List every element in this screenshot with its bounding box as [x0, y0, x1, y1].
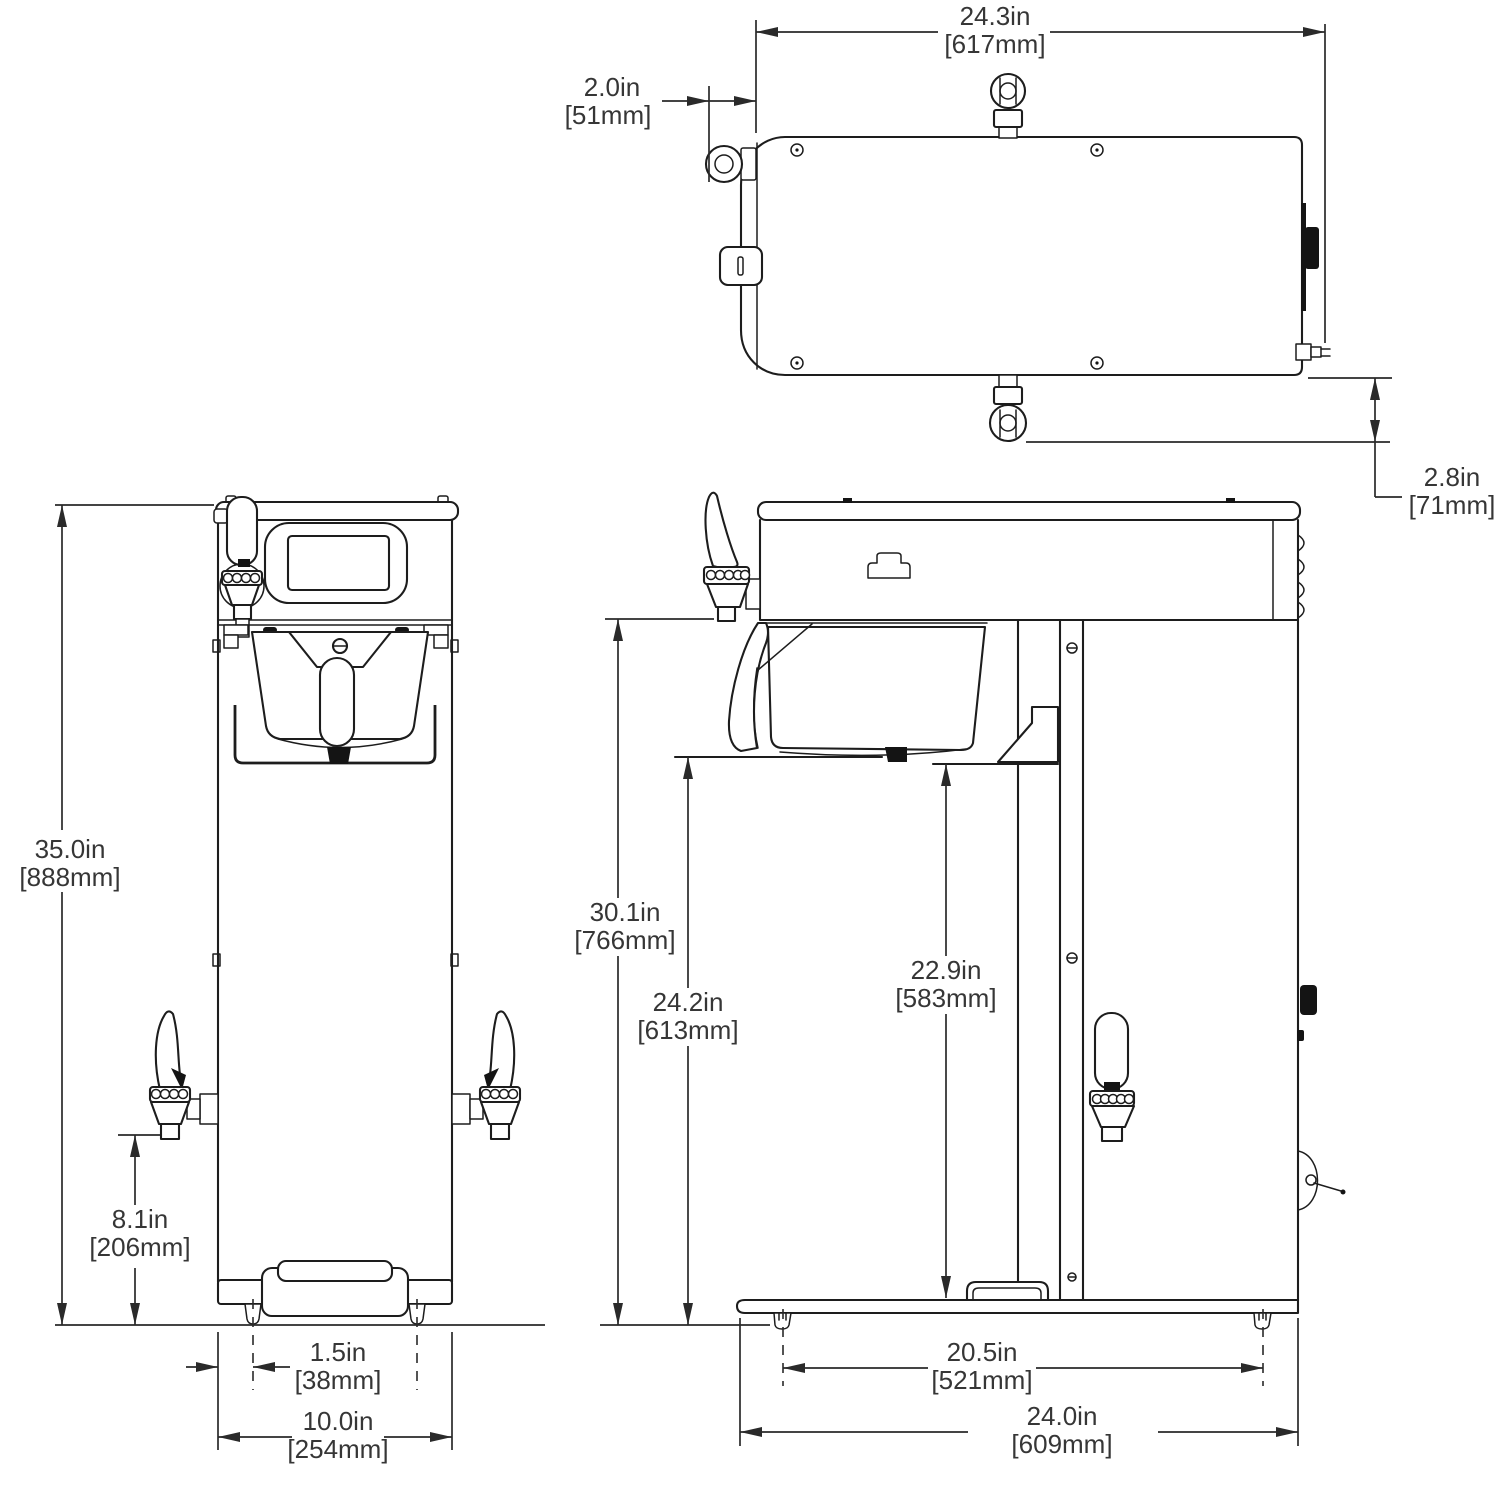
- front-brew-faucet: [219, 495, 265, 638]
- arrowhead: [130, 1303, 140, 1325]
- arrowhead: [253, 1362, 275, 1372]
- arrowhead: [613, 619, 623, 641]
- dim-overall-height-mm: [888mm]: [19, 862, 120, 892]
- rear-plug: [1295, 343, 1331, 361]
- arrowhead: [1303, 27, 1325, 37]
- front-right-side-faucet: [451, 1010, 522, 1141]
- handle-pointer-icon: [484, 1068, 499, 1090]
- side-tower: [996, 618, 1085, 1302]
- dim-counter-clearance-inches: 30.1in: [590, 897, 661, 927]
- arrowhead: [218, 1432, 240, 1442]
- dim-server-clearance: 22.9in [583mm]: [895, 764, 997, 1298]
- dim-faucet-height: 8.1in [206mm]: [89, 1134, 191, 1325]
- dim-overall-depth-mm: [609mm]: [1011, 1429, 1112, 1459]
- front-drip-tray: [216, 1259, 454, 1318]
- front-view: 35.0in [888mm] 8.1in [206mm] 1.5in [38mm…: [19, 495, 545, 1464]
- top-inlet-fitting: [989, 72, 1027, 139]
- dim-top-width-inches: 24.3in: [960, 1, 1031, 31]
- arrowhead: [683, 1303, 693, 1325]
- arrowhead: [740, 1427, 762, 1437]
- handle-pointer-icon: [171, 1068, 186, 1090]
- arrowhead: [130, 1135, 140, 1157]
- arrowhead: [683, 757, 693, 779]
- arrowhead: [196, 1362, 218, 1372]
- arrowhead: [1370, 420, 1380, 442]
- dim-funnel-clearance-mm: [613mm]: [637, 1015, 738, 1045]
- arrowhead: [57, 1303, 67, 1325]
- dim-faucet-projection-mm: [51mm]: [565, 100, 652, 130]
- arrowhead: [783, 1363, 805, 1373]
- side-server-shelf: [673, 755, 1060, 766]
- dim-top-width: 24.3in [617mm]: [755, 1, 1326, 343]
- dim-top-width-mm: [617mm]: [944, 29, 1045, 59]
- dim-overall-height: 35.0in [888mm]: [19, 504, 545, 1326]
- arrowhead: [57, 505, 67, 527]
- front-body-panel: [212, 518, 459, 1284]
- dim-rear-fitting-drop-mm: [71mm]: [1409, 490, 1496, 520]
- side-cord-hook: [1297, 1150, 1346, 1211]
- arrowhead: [613, 1303, 623, 1325]
- front-feet: [244, 1299, 426, 1390]
- side-base: [735, 1280, 1300, 1315]
- top-view-corner-screws: [790, 143, 1104, 370]
- dim-counter-clearance-mm: [766mm]: [574, 925, 675, 955]
- dim-foot-spacing-inches: 20.5in: [947, 1337, 1018, 1367]
- top-view-mounting-clip: [718, 245, 764, 287]
- arrowhead: [430, 1432, 452, 1442]
- front-display-screen: [263, 521, 409, 605]
- dim-foot-inset-inches: 1.5in: [310, 1337, 366, 1367]
- side-brew-faucet: [702, 491, 761, 623]
- arrowhead: [687, 96, 709, 106]
- dim-faucet-projection-inches: 2.0in: [584, 72, 640, 102]
- arrowhead: [1276, 1427, 1298, 1437]
- dim-overall-depth-inches: 24.0in: [1027, 1401, 1098, 1431]
- side-view: 30.1in [766mm] 24.2in [613mm] 22.9in [58…: [574, 491, 1346, 1459]
- dim-funnel-clearance: 24.2in [613mm]: [637, 757, 739, 1325]
- side-top-cap: [756, 498, 1302, 522]
- side-rear-faucet: [1088, 1011, 1136, 1143]
- top-view-left-faucet: [704, 144, 757, 184]
- dim-faucet-projection: 2.0in [51mm]: [565, 72, 756, 182]
- dim-overall-width: 10.0in [254mm]: [218, 1332, 453, 1464]
- dim-server-clearance-inches: 22.9in: [911, 955, 982, 985]
- arrowhead: [756, 27, 778, 37]
- dim-overall-height-inches: 35.0in: [35, 834, 106, 864]
- dim-funnel-clearance-inches: 24.2in: [653, 987, 724, 1017]
- rear-connector: [1301, 203, 1319, 311]
- front-brew-funnel: [250, 630, 430, 764]
- dim-rear-fitting-drop-inches: 2.8in: [1424, 462, 1480, 492]
- dim-faucet-height-mm: [206mm]: [89, 1232, 190, 1262]
- dim-faucet-height-inches: 8.1in: [112, 1204, 168, 1234]
- front-top-cap: [213, 495, 460, 524]
- dim-counter-clearance: 30.1in [766mm]: [574, 618, 770, 1326]
- side-brew-funnel: [727, 621, 988, 762]
- dim-foot-spacing-mm: [521mm]: [931, 1365, 1032, 1395]
- side-feet: [773, 1309, 1272, 1386]
- dim-rear-fitting-drop: 2.8in [71mm]: [1026, 377, 1496, 520]
- dim-foot-spacing: 20.5in [521mm]: [783, 1337, 1263, 1395]
- front-left-side-faucet: [148, 1010, 219, 1141]
- arrowhead: [941, 764, 951, 786]
- arrowhead: [1241, 1363, 1263, 1373]
- dim-server-clearance-mm: [583mm]: [895, 983, 996, 1013]
- top-view: 24.3in [617mm] 2.0in [51mm] 2.8in [71mm]: [565, 1, 1496, 520]
- dim-foot-inset: 1.5in [38mm]: [186, 1332, 381, 1450]
- arrowhead: [1370, 378, 1380, 400]
- dim-overall-width-mm: [254mm]: [287, 1434, 388, 1464]
- side-power-connector: [1297, 985, 1317, 1041]
- arrowhead: [941, 1276, 951, 1298]
- arrowhead: [734, 96, 756, 106]
- dim-overall-width-inches: 10.0in: [303, 1406, 374, 1436]
- bottom-inlet-fitting: [988, 374, 1028, 443]
- dim-foot-inset-mm: [38mm]: [295, 1365, 382, 1395]
- dim-overall-depth: 24.0in [609mm]: [739, 1318, 1299, 1459]
